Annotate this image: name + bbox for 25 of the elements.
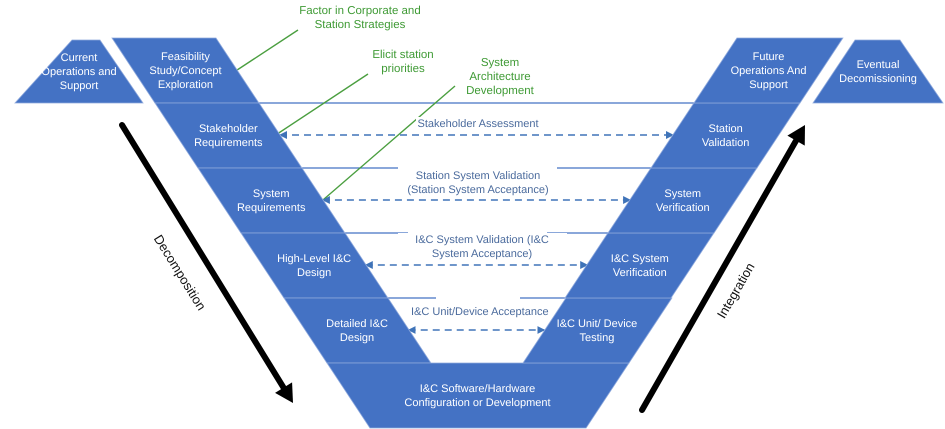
annotation-text: Elicit station priorities — [368, 48, 438, 76]
annotation-text: Factor in Corporate and Station Strategies — [298, 4, 422, 32]
phase-label: Eventual Decomissioning — [838, 58, 918, 86]
phase-label: System Verification — [654, 186, 711, 214]
dashed-arrow — [322, 196, 632, 204]
phase-label: Future Operations And Support — [730, 50, 808, 92]
phase-label: Feasibility Study/Concept Exploration — [148, 50, 223, 92]
dashed-arrow — [279, 131, 674, 139]
leader-line — [236, 29, 298, 71]
phase-label: Detailed I&C Design — [325, 316, 389, 344]
phase-label: Stakeholder Requirements — [193, 122, 264, 150]
phase-label: I&C Software/Hardware Configuration or Development — [403, 382, 552, 410]
phase-label: Current Operations and Support — [40, 50, 118, 92]
leader-line — [322, 85, 456, 201]
dashed-arrow — [364, 261, 588, 269]
annotation-text: System Architecture Development — [455, 56, 545, 98]
phase-label: System Requirements — [236, 186, 306, 214]
edge-label: I&C Unit/Device Acceptance — [409, 305, 551, 319]
phase-label: Station Validation — [700, 122, 750, 150]
edge-label: I&C System Validation (I&C System Acceptance) — [398, 233, 566, 261]
leader-line — [278, 73, 368, 134]
phase-label: High-Level I&C Design — [276, 252, 352, 280]
phase-label: I&C Unit/ Device Testing — [556, 316, 638, 344]
dashed-arrow — [408, 326, 546, 334]
phase-label: I&C System Verification — [610, 252, 670, 280]
